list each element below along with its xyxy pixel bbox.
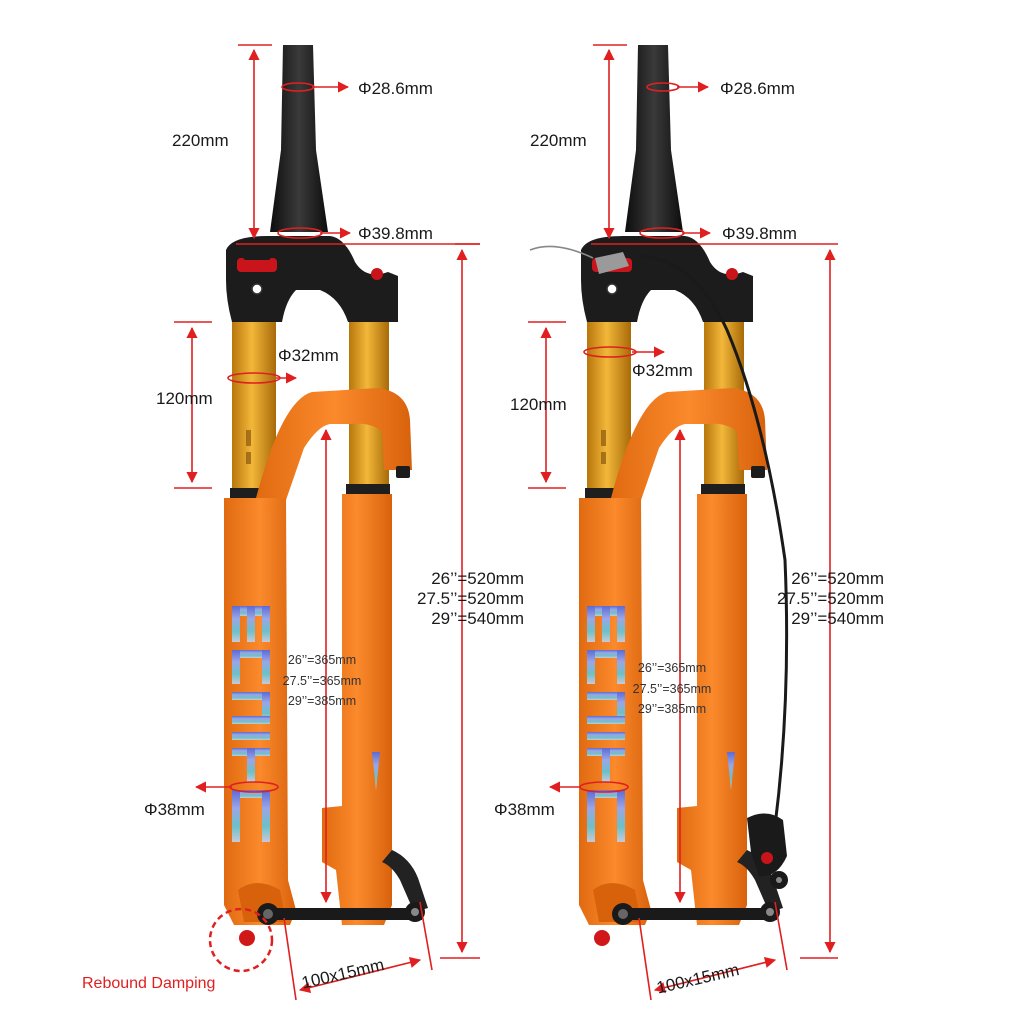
left-axle-crown-26: 26’’=365mm — [287, 653, 357, 667]
rebound-knob — [239, 930, 255, 946]
left-steerer-length-label: 220mm — [172, 131, 229, 150]
right-steerer-top-diameter-label: Φ28.6mm — [720, 79, 795, 98]
left-steerer-top-diameter-label: Φ28.6mm — [358, 79, 433, 98]
right-lower-leg-diameter-label: Φ38mm — [494, 800, 555, 819]
right-travel-label: 120mm — [510, 395, 567, 414]
right-stanchion-diameter-label: Φ32mm — [632, 361, 693, 380]
right-axle-crown-29: 29’’=385mm — [637, 702, 707, 716]
left-overall-length-list: 26’’=520mm 27.5’’=520mm 29’’=540mm — [396, 570, 524, 627]
left-axle-crown-list: 26’’=365mm 27.5’’=365mm 29’’=385mm — [268, 654, 376, 708]
right-overall-length-26: 26’’=520mm — [791, 569, 884, 588]
left-overall-length-29: 29’’=540mm — [431, 609, 524, 628]
rebound-highlight-circle — [208, 907, 274, 973]
right-axle-crown-275: 27.5’’=365mm — [632, 681, 712, 696]
left-travel-label: 120mm — [156, 389, 213, 408]
left-axle-crown-29: 29’’=385mm — [287, 694, 357, 708]
right-axle-crown-list: 26’’=365mm 27.5’’=365mm 29’’=385mm — [618, 662, 726, 716]
left-axle-crown-275: 27.5’’=365mm — [282, 673, 362, 688]
right-overall-length-29: 29’’=540mm — [791, 609, 884, 628]
right-overall-length-275: 27.5’’=520mm — [777, 589, 884, 608]
left-lower-leg-diameter-label: Φ38mm — [144, 800, 205, 819]
right-dimension-lines — [528, 44, 838, 1001]
right-steerer-length-label: 220mm — [530, 131, 587, 150]
left-steerer-bottom-diameter-label: Φ39.8mm — [358, 224, 433, 243]
left-overall-length-275: 27.5’’=520mm — [417, 589, 524, 608]
left-overall-length-26: 26’’=520mm — [431, 569, 524, 588]
right-fork-image — [529, 44, 789, 946]
right-overall-length-list: 26’’=520mm 27.5’’=520mm 29’’=540mm — [756, 570, 884, 627]
rebound-damping-label: Rebound Damping — [82, 975, 216, 992]
remote-lockout-lever — [747, 813, 788, 889]
left-dimension-lines — [174, 44, 480, 1001]
left-stanchion-diameter-label: Φ32mm — [278, 346, 339, 365]
right-axle-crown-26: 26’’=365mm — [637, 661, 707, 675]
right-steerer-bottom-diameter-label: Φ39.8mm — [722, 224, 797, 243]
